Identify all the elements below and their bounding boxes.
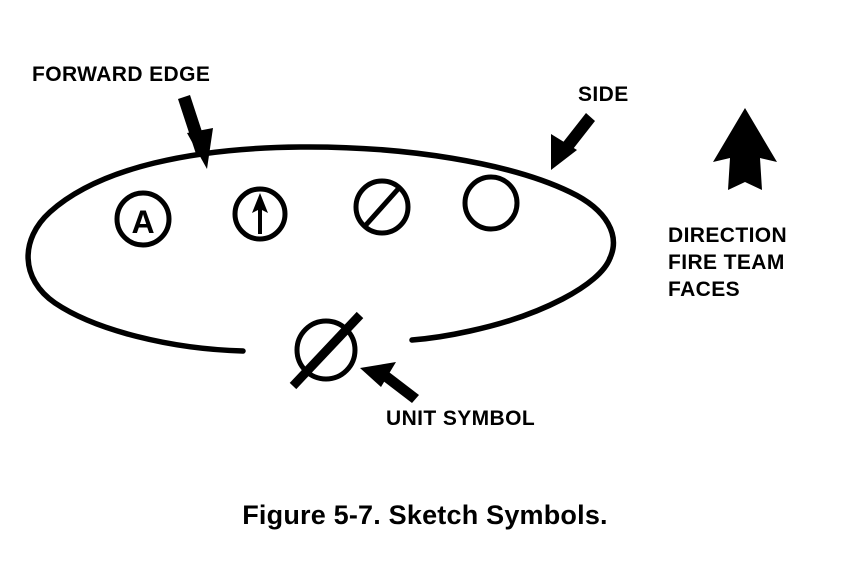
unit-symbol-pointer (360, 362, 419, 403)
direction-fire-team-faces-label: DIRECTION FIRE TEAM FACES (668, 222, 787, 303)
marker-circle (353, 178, 411, 236)
marker-slash-icon (362, 185, 402, 229)
marker-circle (232, 186, 288, 242)
perimeter-oval (25, 144, 617, 354)
label-forward-edge: FORWARD EDGE (32, 63, 211, 86)
slashed-circle-marker (353, 178, 411, 236)
unit-symbol-arrow-shaft (378, 369, 419, 403)
figure-caption: Figure 5-7. Sketch Symbols. (242, 500, 608, 530)
marker-label-a: A (131, 204, 154, 240)
side-pointer (551, 113, 595, 170)
unit-symbol-circle (289, 311, 364, 390)
unit-symbol-outline (294, 318, 358, 382)
marker-circle (114, 190, 172, 248)
plain-circle-marker (462, 174, 520, 232)
perimeter-arc-left (25, 144, 617, 354)
direction-arrow (713, 108, 777, 190)
automatic-rifle-marker: A (114, 190, 172, 248)
unit-symbol-arrow-head (360, 362, 396, 387)
unit-symbol-slash-icon (289, 311, 364, 390)
side-arrow-head (551, 134, 577, 170)
forward-edge-pointer (178, 95, 213, 169)
forward-edge-arrow-head (187, 128, 213, 169)
perimeter-arc-right (409, 255, 613, 343)
label-side: SIDE (578, 83, 629, 106)
direction-caption-line-1: DIRECTION (668, 224, 788, 247)
label-unit-symbol: UNIT SYMBOL (386, 407, 536, 430)
marker-arrow-up-icon (252, 193, 268, 234)
direction-caption-line-2: FIRE TEAM (668, 251, 785, 274)
direction-caption-line-3: FACES (668, 278, 741, 301)
direction-arrow-marker (232, 186, 288, 242)
marker-circle (462, 174, 520, 232)
